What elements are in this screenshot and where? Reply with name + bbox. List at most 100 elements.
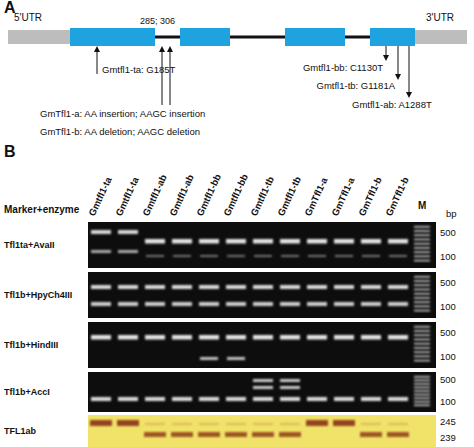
gel-band	[414, 306, 430, 308]
gel-band	[227, 255, 245, 257]
gel-band	[414, 334, 430, 336]
gel-band	[199, 423, 219, 425]
gel-band	[414, 251, 430, 253]
gel-band	[172, 397, 192, 401]
mutation-label: Gmtfl1-ab: A1288T	[352, 99, 432, 111]
gel-band	[387, 432, 409, 437]
gel-band	[253, 239, 273, 244]
gel-band	[118, 335, 138, 340]
column-heading: Marker+enzyme	[4, 204, 79, 216]
gel-band	[414, 376, 430, 378]
gel-band	[280, 397, 300, 401]
gel-band	[226, 397, 246, 401]
gel-band	[307, 302, 327, 306]
gel-band	[361, 423, 381, 425]
gel-band	[253, 335, 273, 340]
gel-band	[172, 239, 192, 244]
mutation-arrow	[409, 46, 410, 95]
gel-band	[200, 357, 218, 360]
gel-band	[361, 285, 381, 289]
gel-band	[226, 335, 246, 340]
gel-band	[226, 302, 246, 306]
row-label: Tfl1b+AccI	[4, 386, 50, 398]
region-label: 5'UTR	[14, 12, 42, 24]
gel-band	[280, 302, 300, 306]
gel-band	[414, 301, 430, 303]
gel-band	[414, 397, 430, 399]
size-label: 100	[440, 251, 456, 263]
gel-band	[414, 276, 430, 278]
gel-band	[414, 289, 430, 291]
gel-band	[145, 335, 165, 340]
mutation-label: Gmtfl1-tb: G1181A	[317, 80, 396, 92]
gel-band	[118, 230, 138, 234]
gel-band	[91, 302, 111, 306]
gel-band	[414, 360, 430, 362]
position-label: 285; 306	[140, 15, 175, 27]
gel-band	[280, 285, 300, 289]
gel-band	[334, 239, 354, 244]
gel-band	[118, 302, 138, 306]
lane-label: Gmtfl1-bb	[194, 172, 224, 218]
gel-band	[172, 285, 192, 289]
unit-label: bp	[446, 208, 457, 220]
row-label: TFL1ab	[4, 425, 36, 437]
gel-band	[199, 239, 219, 244]
gel-band	[307, 239, 327, 244]
lane-label: GmTfl1-b	[383, 175, 412, 218]
lane-label: GmTfl1-a	[329, 176, 357, 218]
gel-band	[414, 226, 430, 228]
mutation-label: GmTfl1-a: AA insertion; AAGC insertion	[40, 108, 205, 120]
agarose-gel	[88, 322, 436, 368]
gel-band	[334, 397, 354, 401]
gel-band	[414, 243, 430, 245]
gel-band	[334, 335, 354, 340]
mutation-arrow	[170, 49, 171, 105]
gel-band	[254, 255, 272, 257]
gel-band	[253, 379, 273, 382]
gel-band	[414, 404, 430, 406]
size-label: 500	[440, 277, 456, 289]
gel-band	[145, 397, 165, 401]
mutation-arrow	[386, 46, 387, 58]
gel-band	[280, 386, 300, 389]
exon	[180, 28, 230, 46]
intron	[155, 36, 180, 39]
gel-band	[389, 255, 407, 257]
gel-band	[281, 255, 299, 257]
exon	[285, 28, 345, 46]
gel-band	[414, 339, 430, 341]
mutation-arrow	[162, 49, 163, 105]
gel-band	[388, 397, 408, 401]
silver-gel	[88, 415, 436, 447]
gel-band	[280, 379, 300, 382]
gel-band	[91, 230, 111, 234]
mutation-label: Gmtfl1-bb: C1130T	[303, 62, 383, 74]
mutation-label: GmTfl1-b: AA deletion; AAGC deletion	[40, 126, 200, 138]
gel-band	[144, 432, 166, 437]
gel-band	[388, 239, 408, 244]
gel-band	[199, 397, 219, 401]
lane-label: Gmtfl1-ab	[140, 173, 170, 218]
gel-band	[280, 335, 300, 340]
gel-band	[414, 297, 430, 299]
lane-label: Gmtfl1-ta	[113, 175, 142, 218]
gel-band	[333, 420, 355, 426]
gel-band	[226, 285, 246, 289]
gel-band	[226, 423, 246, 425]
gel-band	[414, 280, 430, 282]
size-label: 245	[440, 416, 456, 428]
gel-band	[388, 335, 408, 340]
mutation-label: Gmtfl1-ta: G185T	[102, 64, 175, 76]
gel-band	[414, 343, 430, 345]
gel-band	[361, 397, 381, 401]
gel-band	[334, 285, 354, 289]
gel-band	[414, 387, 430, 389]
gel-band	[173, 255, 191, 257]
gel-band	[414, 284, 430, 286]
gel-band	[199, 335, 219, 340]
gel-band	[146, 255, 164, 257]
gel-band	[199, 285, 219, 289]
exon	[370, 28, 415, 46]
